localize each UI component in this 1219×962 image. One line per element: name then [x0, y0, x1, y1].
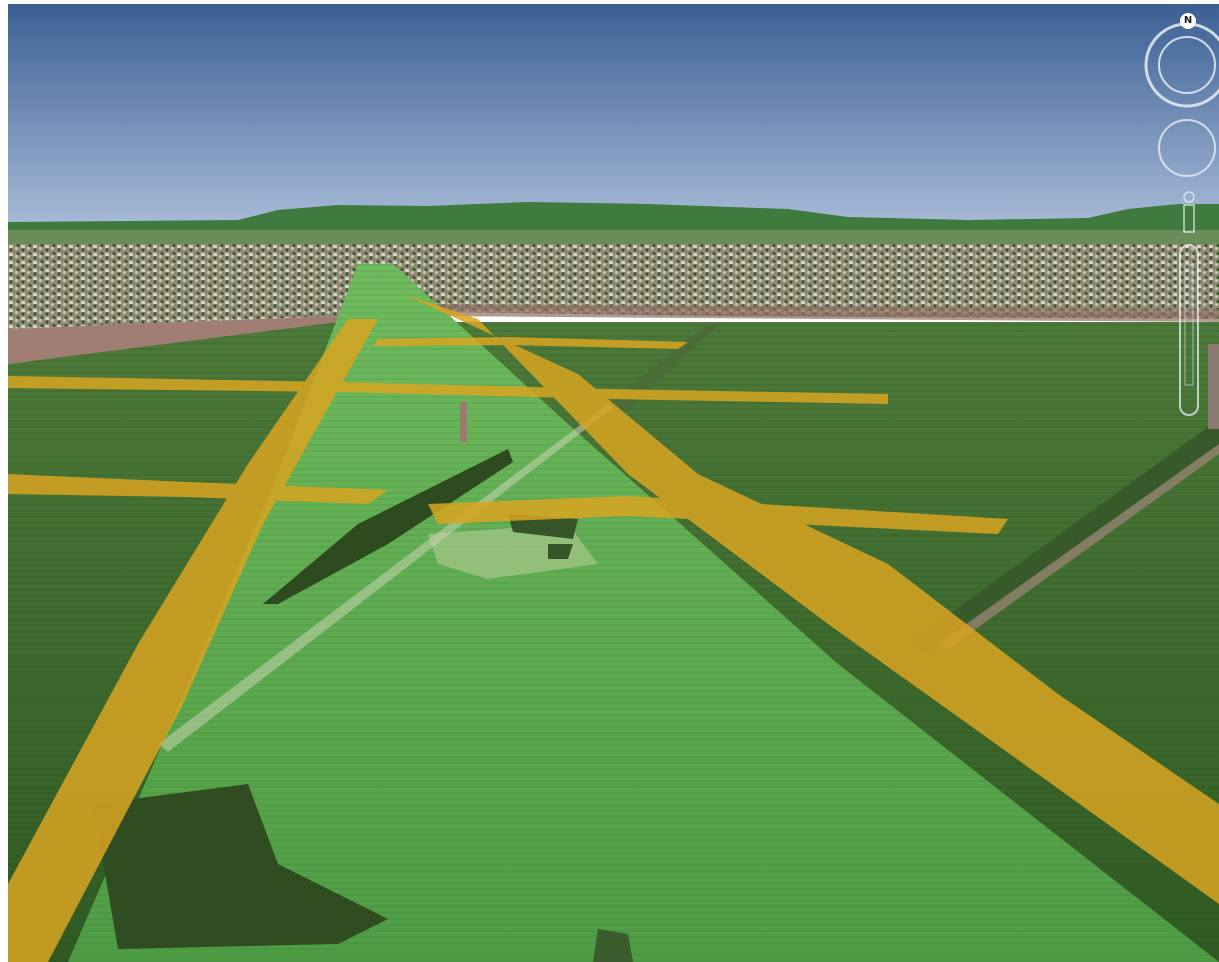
hedgerow-2 — [93, 784, 388, 949]
road-far-stub — [373, 337, 688, 349]
street-view-pegman[interactable] — [1183, 191, 1195, 233]
drainage-ditch-right — [908, 419, 1219, 654]
move-joystick[interactable] — [1158, 119, 1216, 177]
road-cross-1 — [8, 376, 888, 404]
pole — [460, 402, 467, 442]
road-right-diagonal — [403, 294, 1219, 904]
terrain-scene — [8, 4, 1219, 962]
town-dirt-strip — [418, 304, 1219, 322]
town-edge-bare-ground — [8, 316, 338, 364]
plain-band — [8, 230, 1219, 246]
road-cross-3 — [428, 496, 1008, 534]
dirt-track-right — [938, 444, 1219, 649]
zoom-slider[interactable] — [1179, 244, 1199, 416]
pole-2 — [1208, 344, 1219, 429]
light-field-patch — [428, 524, 598, 579]
look-joystick[interactable] — [1144, 22, 1219, 108]
road-left-diagonal — [8, 319, 378, 962]
road-cross-2 — [8, 474, 388, 504]
dirt-track-center — [158, 404, 614, 752]
hedgerow — [263, 449, 513, 604]
navigation-controls — [1144, 22, 1219, 416]
road-overlays — [8, 294, 1219, 962]
compass-north-label[interactable]: N — [1180, 13, 1196, 29]
shrub-patch-3 — [593, 929, 633, 962]
sky — [8, 4, 1219, 229]
map-3d-viewport[interactable]: N — [8, 4, 1219, 962]
shrub-patch-2 — [548, 544, 573, 559]
